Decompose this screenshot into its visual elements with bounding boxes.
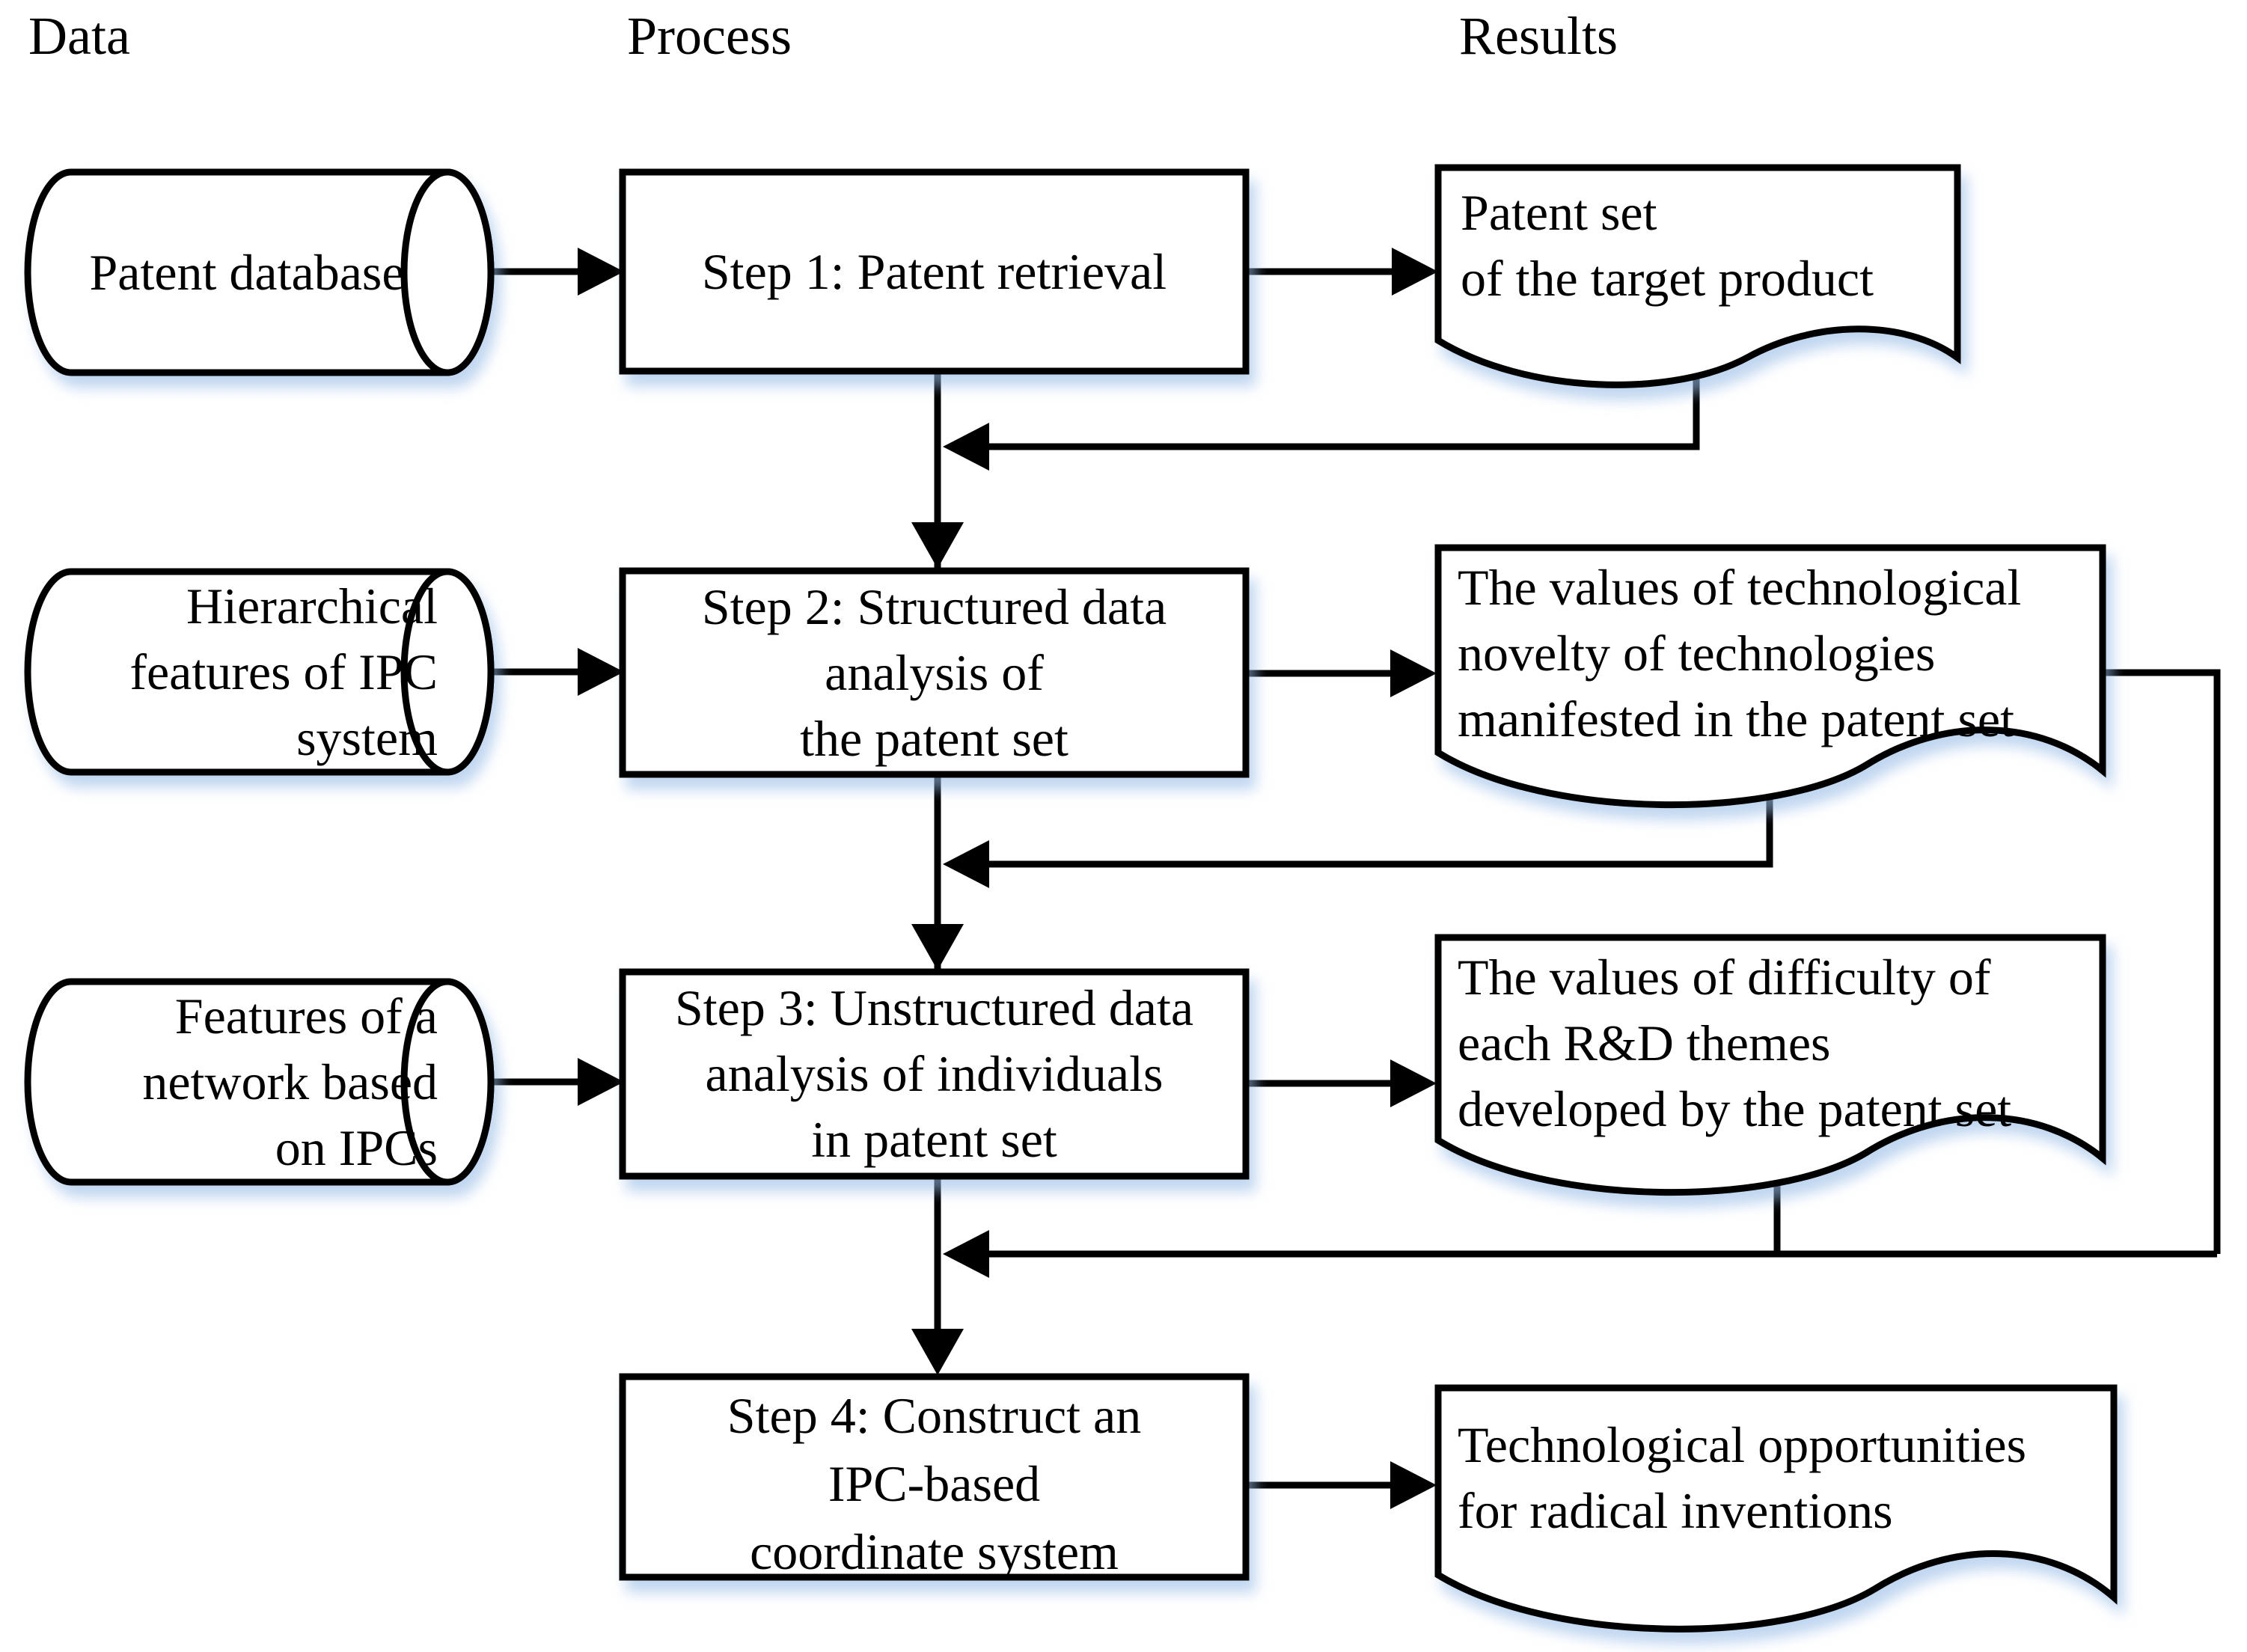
label-patent-database: Patent database [89, 244, 405, 301]
box-step1 [619, 168, 1250, 375]
label-result3: The values of difficulty of each R&D the… [1458, 949, 2012, 1137]
label-step1: Step 1: Patent retrieval [701, 243, 1167, 300]
box-step2 [619, 567, 1250, 778]
arrowhead-step2-to-result2 [1390, 649, 1437, 697]
cylinder-rim [400, 978, 495, 1186]
arrowhead-step4-to-result4 [1390, 1461, 1437, 1509]
column-header-data: Data [28, 6, 130, 66]
box-step4 [619, 1373, 1250, 1581]
cylinder-rim [400, 568, 495, 776]
cylinder-network-features [24, 978, 495, 1186]
arrowhead-into-step2 [911, 522, 964, 569]
cylinder-patent-database [24, 168, 495, 376]
arrowhead-feedback-result2 [943, 840, 989, 888]
arrowhead-database-to-step1 [578, 248, 624, 296]
shape-layer [24, 164, 2118, 1633]
label-network-features: Features of a network based on IPCs [142, 988, 438, 1176]
column-header-results: Results [1459, 6, 1618, 66]
arrowhead-into-step4 [911, 1329, 964, 1375]
doc-result1 [1434, 164, 1961, 388]
doc-result3 [1434, 934, 2106, 1196]
column-header-process: Process [627, 6, 792, 66]
cylinder-ipc-features [24, 568, 495, 776]
arrowhead-step1-to-result1 [1392, 248, 1438, 296]
arrowhead-feedback-into-step4 [943, 1230, 989, 1278]
arrowhead-ipcfeatures-to-step2 [578, 648, 624, 696]
arrowhead-feedback-result1 [943, 423, 989, 471]
label-step3: Step 3: Unstructured data analysis of in… [674, 979, 1194, 1168]
doc-result2 [1434, 544, 2106, 809]
label-result4: Technological opportunities for radical … [1458, 1416, 2027, 1539]
label-result1: Patent set of the target product [1461, 184, 1874, 307]
label-result2: The values of technological novelty of t… [1458, 559, 2022, 747]
label-step4: Step 4: Construct an IPC-based coordinat… [727, 1387, 1142, 1580]
arrowhead-network-to-step3 [578, 1058, 624, 1106]
label-ipc-features: Hierarchical features of IPC system [129, 578, 438, 766]
label-step2: Step 2: Structured data analysis of the … [701, 578, 1167, 767]
rail-result2-to-step4 [2088, 669, 2221, 1254]
doc-result4 [1434, 1384, 2118, 1633]
arrowhead-into-step3 [911, 924, 964, 970]
arrowhead-step3-to-result3 [1390, 1059, 1437, 1107]
cylinder-rim [400, 168, 495, 376]
box-step3 [619, 968, 1250, 1180]
connector-layer [486, 248, 2221, 1509]
